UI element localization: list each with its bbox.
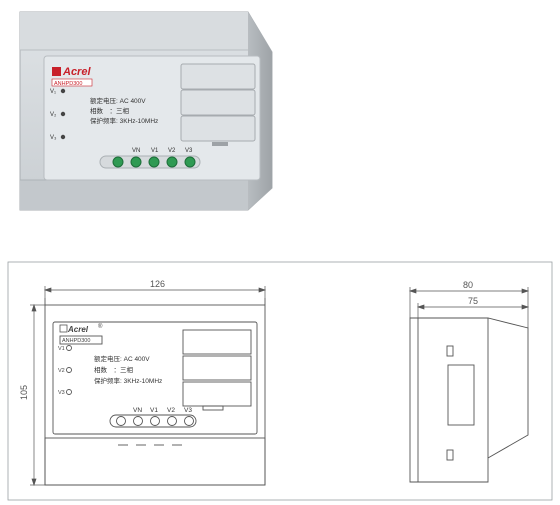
- photo-spec-frequency: 保护频率: 3KHz-10MHz: [90, 116, 158, 125]
- photo-spec-voltage: 额定电压: AC 400V: [90, 96, 146, 105]
- photo-led-2: [60, 111, 66, 117]
- photo-terminal-label-v1: V1: [151, 148, 159, 154]
- photo-led-label-1: V₁: [50, 89, 56, 95]
- drawing-terminal-label-v3: V3: [184, 407, 192, 414]
- drawing-terminal-label-v1: V1: [150, 407, 158, 414]
- photo-spec-phase: 相数 ：三相: [90, 106, 130, 115]
- photo-model-label: ANHPD300: [54, 81, 82, 87]
- photo-terminal-2: [130, 156, 142, 168]
- drawing-model-label: ANHPD300: [62, 338, 90, 344]
- drawing-led-label-3: V3: [58, 390, 65, 396]
- photo-led-label-3: V₃: [50, 135, 57, 141]
- drawing-led-label-1: V1: [58, 346, 65, 352]
- drawing-spec-frequency: 保护频率: 3KHz-10MHz: [94, 376, 162, 385]
- photo-terminal-5: [184, 156, 196, 168]
- drawing-spec-phase: 相数 ：三相: [94, 365, 134, 374]
- dimension-height: 105: [19, 385, 29, 400]
- photo-terminal-4: [166, 156, 178, 168]
- svg-text:®: ®: [98, 323, 103, 330]
- dimension-width: 126: [150, 279, 165, 289]
- photo-terminal-label-v3: V3: [185, 148, 193, 154]
- photo-brand-logo: Acrel: [52, 66, 91, 78]
- product-photo: Acrel ANHPD300 V₁ V₂ V₃ 额定电压: AC 400V 相数…: [19, 11, 273, 211]
- svg-text:Acrel: Acrel: [67, 325, 89, 334]
- svg-text:Acrel: Acrel: [62, 66, 91, 78]
- photo-led-3: [60, 134, 66, 140]
- photo-terminal-1: [112, 156, 124, 168]
- dimension-depth-total: 80: [463, 280, 473, 290]
- photo-led-1: [60, 88, 66, 94]
- drawing-spec-voltage: 额定电压: AC 400V: [94, 354, 150, 363]
- drawing-brand-logo: Acrel ®: [59, 323, 103, 334]
- photo-led-label-2: V₂: [50, 112, 57, 118]
- photo-terminal-3: [148, 156, 160, 168]
- drawing-terminal-label-vn: VN: [133, 407, 142, 414]
- photo-terminal-label-v2: V2: [168, 148, 176, 154]
- dimension-depth-body: 75: [468, 296, 478, 306]
- drawing-terminal-label-v2: V2: [167, 407, 175, 414]
- drawing-led-label-2: V2: [58, 368, 65, 374]
- photo-terminal-label-vn: VN: [132, 148, 140, 154]
